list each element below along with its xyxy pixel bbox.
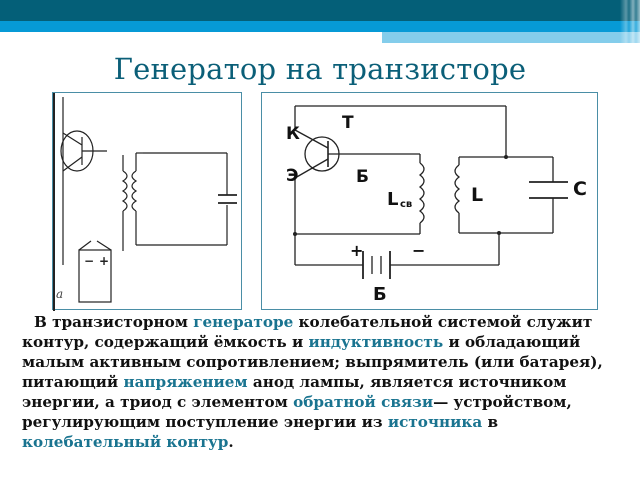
term-generator: генераторе [193,313,294,331]
text-segment: и обладающий малым активным сопротивлени… [22,333,603,391]
term-inductance: индуктивность [308,333,444,351]
term-source: источника [387,413,483,431]
base-label: Б [356,167,369,187]
battery-minus-label: − [84,254,94,268]
term-oscillating-circuit: колебательный контур [22,433,229,451]
text-segment: . [228,433,234,451]
text-segment: В транзисторном [34,313,194,331]
circuit-figure-a: − + а [52,92,242,311]
coupling-coil-subscript: св [400,199,412,210]
coupling-coil-label: L [387,189,398,210]
text-segment: анод лампы, является источником энергии,… [22,373,567,411]
circuit-figure-transistor-generator: К Т Э Б L св L C + − Б [261,92,598,310]
text-segment: — устройством, регулирующим поступление … [22,393,572,431]
tank-coil-label: L [471,184,483,206]
term-feedback: обратной связи [293,393,434,411]
panel-left-edge [53,93,55,311]
slide-title: Генератор на транзисторе [113,52,527,86]
header-bar-light [382,32,640,43]
battery-plus-label: + [99,254,109,268]
emitter-label: Э [286,166,298,186]
term-voltage: напряжением [123,373,248,391]
text-segment: колебательной системой служит контур, со… [22,313,593,351]
battery-minus-label: − [412,241,425,260]
header-bar-mid [0,21,640,32]
text-segment: в [482,413,499,431]
figure-caption: а [56,287,63,301]
header-bar-dark [0,0,640,21]
collector-label: К [286,124,300,144]
header-bar-fade [620,0,640,43]
description-paragraph: В транзисторном генераторе колебательной… [22,312,632,452]
circuit-diagram-a: − + а [56,97,237,303]
capacitor-label: C [573,178,587,200]
transistor-label: Т [342,113,354,133]
battery-label: Б [373,284,387,305]
battery-plus-label: + [350,241,363,260]
circuit-diagram-generator: К Т Э Б L св L C + − Б [286,105,587,305]
